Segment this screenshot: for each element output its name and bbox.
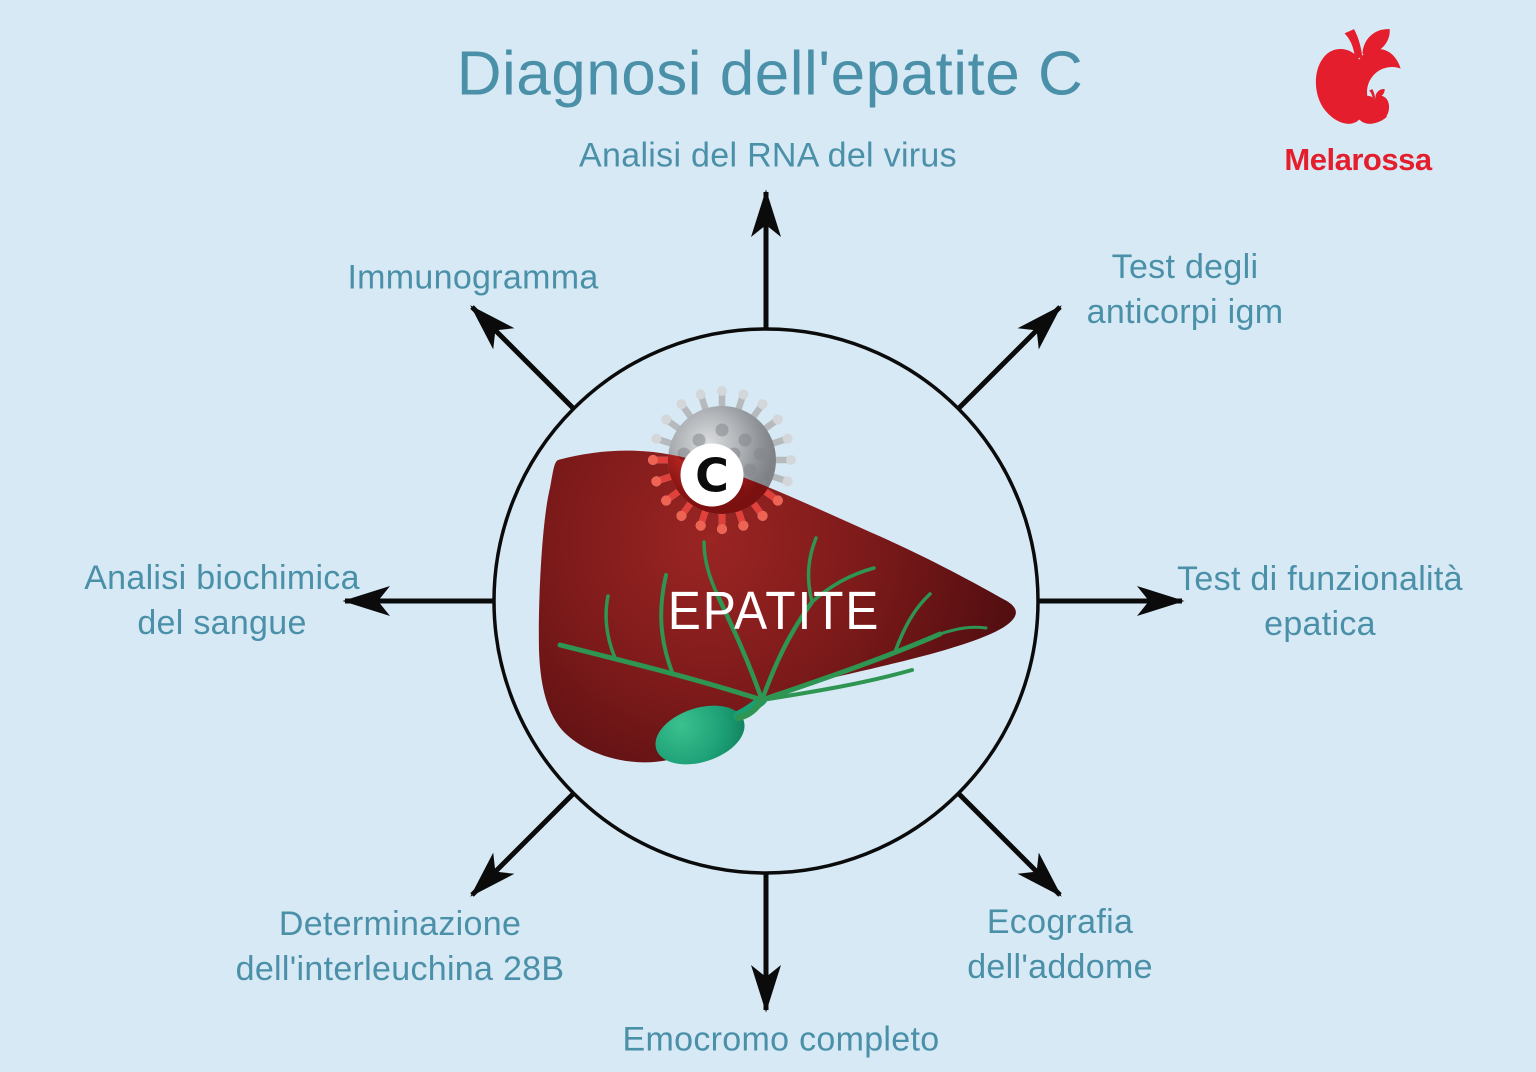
- spoke-label-ecografia-addome: Ecografia dell'addome: [967, 900, 1153, 990]
- label-line: epatica: [1264, 605, 1376, 643]
- melarossa-apple-icon: [1315, 29, 1417, 124]
- spoke-label-interleuchina-28b: Determinazione dell'interleuchina 28B: [236, 902, 565, 992]
- spoke-label-immunogramma: Immunogramma: [347, 256, 598, 301]
- page-title: Diagnosi dell'epatite C: [456, 39, 1084, 109]
- label-line: Emocromo completo: [622, 1020, 940, 1059]
- spoke-label-anticorpi-igm: Test degli anticorpi igm: [1087, 245, 1284, 335]
- label-line: Analisi biochimica: [84, 559, 360, 597]
- arrow-top-right: [957, 305, 1062, 410]
- organ-label: EPATITE: [667, 581, 881, 641]
- label-line: dell'addome: [967, 948, 1153, 986]
- spoke-label-rna-virus: Analisi del RNA del virus: [579, 134, 957, 179]
- spoke-label-funzionalita-epatica: Test di funzionalità epatica: [1177, 557, 1463, 647]
- label-line: Determinazione: [278, 905, 522, 943]
- brand-wordmark: Melarossa: [1284, 142, 1432, 177]
- label-line: dell'interleuchina 28B: [235, 950, 565, 988]
- spoke-arrows: [342, 189, 1185, 1013]
- arrow-bottom-right: [957, 792, 1062, 897]
- liver-veins: [557, 536, 988, 721]
- virus-letter-badge: C: [680, 443, 744, 507]
- label-line: Immunogramma: [347, 258, 599, 297]
- virus-letter: C: [695, 448, 729, 502]
- label-line: del sangue: [137, 604, 307, 642]
- label-line: anticorpi igm: [1086, 293, 1284, 331]
- spoke-label-analisi-biochimica: Analisi biochimica del sangue: [84, 556, 360, 646]
- arrow-bottom-left: [470, 792, 575, 897]
- spoke-label-emocromo: Emocromo completo: [623, 1018, 940, 1063]
- label-line: Analisi del RNA del virus: [579, 136, 957, 175]
- label-line: Ecografia: [986, 903, 1134, 941]
- label-line: Test di funzionalità: [1177, 560, 1463, 598]
- arrow-top-left: [470, 305, 575, 410]
- label-line: Test degli: [1111, 248, 1259, 286]
